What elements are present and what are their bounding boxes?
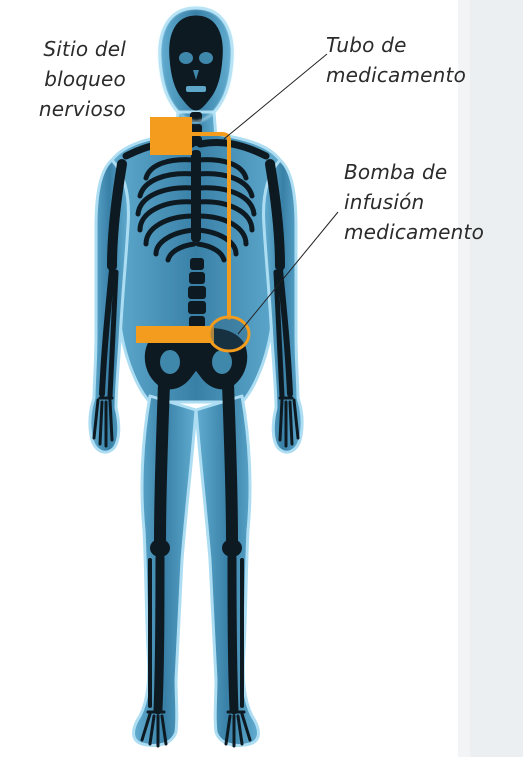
label-line: Tubo de <box>326 30 466 60</box>
label-line: nervioso <box>16 94 126 124</box>
label-line: bloqueo <box>16 64 126 94</box>
nerve-block-bar <box>136 326 214 343</box>
label-line: Sitio del <box>16 34 126 64</box>
leader-line-tube <box>224 54 327 139</box>
eye-socket-right <box>199 52 213 64</box>
label-line: medicamento <box>344 217 484 247</box>
label-line: Bomba de <box>344 157 484 187</box>
eye-socket-left <box>179 52 193 64</box>
infusion-pump-marker <box>209 317 249 351</box>
label-line: infusión <box>344 187 484 217</box>
femur-left <box>160 384 164 540</box>
tibia-right <box>232 558 234 710</box>
pelvis-hole-left <box>160 350 180 374</box>
right-panel-inner <box>470 0 523 757</box>
tibia-left <box>158 558 160 710</box>
nerve-block-site-marker <box>150 117 192 155</box>
sternum <box>191 150 201 242</box>
teeth <box>186 86 206 92</box>
pelvis-hole-right <box>212 350 232 374</box>
label-medication-tube: Tubo de medicamento <box>326 30 466 90</box>
label-line: medicamento <box>326 60 466 90</box>
label-nerve-block-site: Sitio del bloqueo nervioso <box>16 34 126 124</box>
femur-right <box>228 384 232 540</box>
label-infusion-pump: Bomba de infusión medicamento <box>344 157 484 247</box>
